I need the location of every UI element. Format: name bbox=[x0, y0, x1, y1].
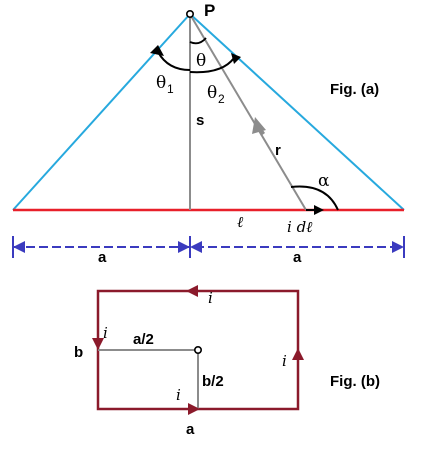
r-line bbox=[190, 15, 307, 211]
current-left-label: i bbox=[103, 324, 108, 342]
theta1-arrow-icon bbox=[150, 45, 164, 56]
ell-label: ℓ bbox=[237, 213, 243, 231]
half-a-label: a/2 bbox=[133, 331, 154, 348]
current-arrow-top-icon bbox=[186, 285, 198, 297]
dim-arrow-left-out-icon bbox=[13, 241, 25, 253]
dim-arrow-right-out-icon bbox=[392, 241, 404, 253]
current-element-label: i dℓ bbox=[287, 218, 312, 236]
point-p-label: P bbox=[204, 1, 215, 20]
half-width-right-label: a bbox=[293, 249, 302, 266]
half-b-label: b/2 bbox=[202, 373, 224, 390]
fig-b: i i i i b a/2 b/2 a Fig. (b) bbox=[74, 285, 380, 438]
r-label: r bbox=[275, 142, 281, 159]
current-bottom-label: i bbox=[176, 386, 181, 404]
left-slant-line bbox=[12, 13, 191, 211]
r-arrow-head-icon bbox=[252, 117, 266, 134]
theta-arc bbox=[189, 37, 207, 45]
current-arrow-bottom-icon bbox=[188, 403, 200, 415]
s-label: s bbox=[196, 112, 204, 129]
half-width-left-label: a bbox=[98, 249, 107, 266]
fig-a-caption: Fig. (a) bbox=[330, 81, 379, 98]
alpha-label: α bbox=[318, 171, 330, 191]
alpha-arc bbox=[290, 185, 339, 211]
current-top-label: i bbox=[208, 289, 213, 307]
theta2-subscript: 2 bbox=[218, 92, 225, 106]
point-p bbox=[186, 10, 195, 19]
theta1-label: θ bbox=[156, 73, 166, 93]
center-point bbox=[194, 345, 203, 354]
theta2-arc bbox=[189, 57, 235, 74]
current-right-label: i bbox=[282, 352, 287, 370]
fig-a: P θ θ 1 θ 2 s r α ℓ i dℓ Fig. (a) a a bbox=[12, 1, 405, 266]
side-a-label: a bbox=[186, 421, 195, 438]
fig-b-caption: Fig. (b) bbox=[330, 373, 380, 390]
current-arrow-right-icon bbox=[292, 348, 304, 360]
side-b-label: b bbox=[74, 344, 83, 361]
dim-arrow-left-in-icon bbox=[178, 241, 190, 253]
theta2-label: θ bbox=[207, 83, 217, 103]
dim-arrow-right-in-icon bbox=[190, 241, 202, 253]
theta-label: θ bbox=[196, 51, 206, 71]
right-slant-line bbox=[189, 13, 405, 211]
current-arrow-left-icon bbox=[92, 338, 104, 350]
theta2-arrow-icon bbox=[231, 53, 241, 64]
theta1-subscript: 1 bbox=[167, 82, 174, 96]
